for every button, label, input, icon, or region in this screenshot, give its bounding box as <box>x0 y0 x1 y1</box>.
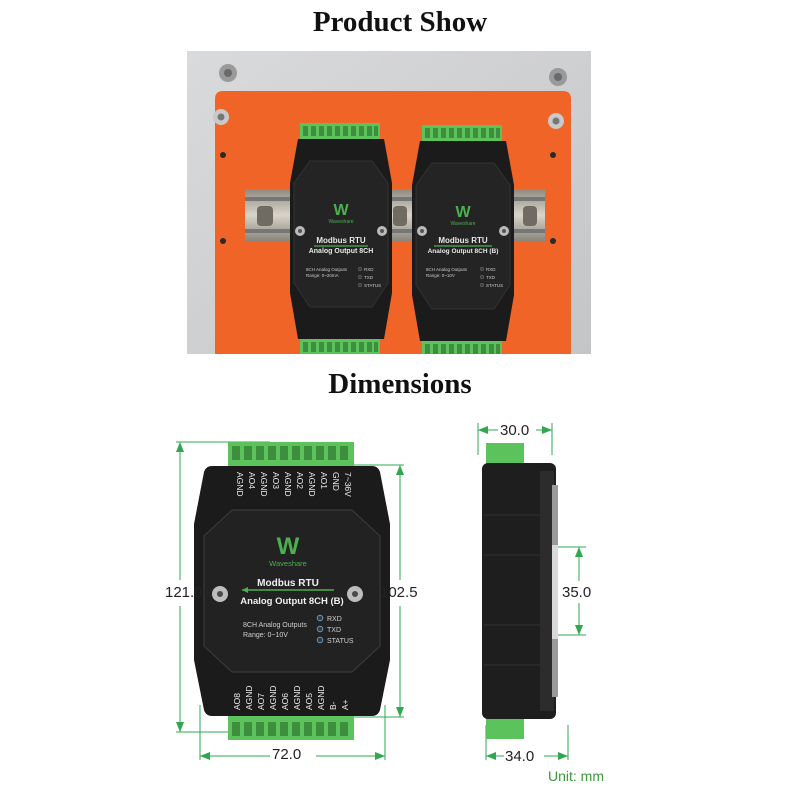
front-view: AGND AO4 AGND AO3 AGND AO2 AGND AO1 GND … <box>158 441 422 766</box>
unit-label: Unit: mm <box>548 768 604 784</box>
module-b: Modbus RTU Analog Output 8CH (B) W Waves… <box>412 125 514 354</box>
side-view <box>477 421 596 766</box>
module-b-sub2: Range: 0~10V <box>426 273 455 278</box>
svg-text:RXD: RXD <box>364 267 374 272</box>
pin-bot-3: AO7 <box>256 693 266 710</box>
dimensions-title: Dimensions <box>328 368 472 400</box>
module-a-brand: Waveshare <box>328 219 353 225</box>
led-label-txd: TXD <box>327 627 341 634</box>
module-a-line1: Modbus RTU <box>316 236 366 245</box>
svg-text:TXD: TXD <box>486 275 496 280</box>
front-sub2: Range: 0~10V <box>243 632 288 639</box>
pin-bot-1: AO8 <box>232 693 242 710</box>
pin-bot-5: AO6 <box>280 693 290 710</box>
dim-width-front: 72.0 <box>272 746 302 763</box>
module-b-line2: Analog Output 8CH (B) <box>428 248 499 255</box>
txd-led <box>316 625 324 633</box>
pin-top-8: AO1 <box>319 472 329 489</box>
svg-text:W: W <box>455 204 471 221</box>
pin-bot-8: AGND <box>316 685 326 710</box>
pin-top-5: AGND <box>283 472 293 497</box>
dim-depth-bottom: 34.0 <box>505 748 535 765</box>
pin-bot-10: A+ <box>340 699 350 710</box>
pin-bot-6: AGND <box>292 685 302 710</box>
rxd-led <box>316 614 324 622</box>
pin-top-7: AGND <box>307 472 317 497</box>
led-label-status: STATUS <box>327 638 354 645</box>
module-a-line2: Analog Output 8CH <box>309 248 374 255</box>
pin-bot-7: AO5 <box>304 693 314 710</box>
front-line1: Modbus RTU <box>257 578 319 589</box>
pin-top-2: AO4 <box>247 472 257 489</box>
front-line2: Analog Output 8CH (B) <box>240 596 343 607</box>
module-b-sub1: 8CH Analog Outputs <box>426 267 468 272</box>
pin-top-3: AGND <box>259 472 269 497</box>
module-a-sub2: Range: 0~20mA <box>306 273 339 278</box>
dim-height-total: 121.0 <box>165 584 203 601</box>
pin-bot-9: B- <box>328 701 338 710</box>
product-photo: Modbus RTU Analog Output 8CH W Waveshare… <box>187 51 591 354</box>
module-b-brand: Waveshare <box>450 221 475 227</box>
pin-bot-2: AGND <box>244 685 254 710</box>
module-a: Modbus RTU Analog Output 8CH W Waveshare… <box>290 123 392 354</box>
front-sub1: 8CH Analog Outputs <box>243 622 307 629</box>
status-led <box>316 636 324 644</box>
waveshare-logo-icon: W <box>277 533 300 560</box>
pin-top-9: GND <box>331 472 341 491</box>
dim-rail: 35.0 <box>562 584 592 601</box>
svg-text:RXD: RXD <box>486 267 496 272</box>
pin-top-4: AO3 <box>271 472 281 489</box>
svg-text:TXD: TXD <box>364 275 374 280</box>
pin-top-1: AGND <box>235 472 245 497</box>
svg-text:W: W <box>333 202 349 219</box>
product-show-title: Product Show <box>312 6 488 38</box>
pin-top-6: AO2 <box>295 472 305 489</box>
dim-depth-top: 30.0 <box>500 422 530 439</box>
pin-top-10: 7~36V <box>343 472 353 497</box>
module-b-line1: Modbus RTU <box>438 236 488 245</box>
led-label-rxd: RXD <box>327 616 342 623</box>
svg-text:STATUS: STATUS <box>364 283 381 288</box>
pin-bot-4: AGND <box>268 685 278 710</box>
front-brand: Waveshare <box>269 559 307 568</box>
module-a-sub1: 8CH Analog Outputs <box>306 267 348 272</box>
svg-text:STATUS: STATUS <box>486 283 503 288</box>
dim-height-body: 102.5 <box>380 584 418 601</box>
